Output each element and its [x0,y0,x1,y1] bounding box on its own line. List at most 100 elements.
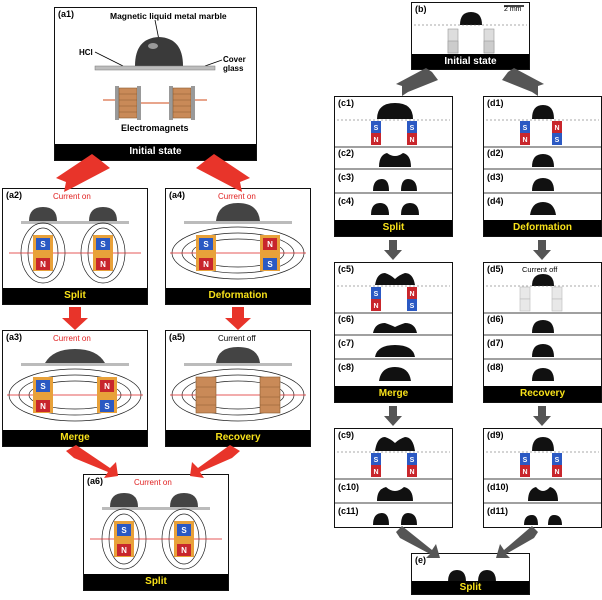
panel-d-block3: S N S N (d9) (d10) (d11) [483,428,602,528]
row-label: (c10) [338,482,360,492]
pole-label: N [181,546,187,555]
pole-label: N [522,469,527,476]
pole-label: N [40,402,46,411]
electromagnet-left [103,86,141,120]
pole-label: N [100,260,106,269]
current-annotation: Current on [218,192,256,201]
row-label: (c5) [338,264,355,274]
arrow-icon [533,406,551,426]
panel-title: Deformation [484,220,601,236]
pole-label: S [40,240,46,249]
row-label: (c1) [338,98,355,108]
pole-label: N [203,260,209,269]
pole-label: N [554,125,559,132]
electromagnets-annotation: Electromagnets [121,123,189,133]
pole-label: S [104,402,110,411]
pole-label: S [523,457,528,464]
row-label: (d5) [487,264,504,274]
a3-sketch: S N N S [7,349,143,422]
panel-c-block2: S N N S (c5) (c6) (c7) (c8) Merge [334,262,453,403]
panel-label: (b) [415,4,427,14]
panel-b: (b) 2 mm Initial state [411,2,530,70]
pole-label: N [104,382,110,391]
panel-label: (a1) [58,9,75,19]
c2-sketch: S N N S [335,273,452,381]
panel-title: Recovery [484,386,601,402]
row-label: (c9) [338,430,355,440]
row-label: (c2) [338,148,355,158]
a2-sketch: S N S N [9,207,141,284]
marble [135,37,183,66]
hcl-annotation: HCl [79,48,93,57]
pole-label: S [523,125,528,132]
panel-title: Initial state [412,54,529,69]
d1-sketch: S N N S [484,105,601,215]
panel-a6: (a6) Current on S N S N Split [83,474,229,591]
panel-title: Deformation [166,288,310,304]
cover-glass-annotation: Cover glass [223,55,246,73]
scale-bar-label: 2 mm [504,6,522,13]
panel-d-block2: Current off (d5) (d6) (d7) (d8) Recovery [483,262,602,403]
row-label: (c4) [338,196,355,206]
arrow-icon [384,406,402,426]
panel-label: (a4) [169,190,186,200]
panel-a5: (a5) Current off Recovery [165,330,311,447]
pole-label: S [374,125,379,132]
pole-label: N [522,137,527,144]
pole-label: S [267,260,273,269]
row-label: (c8) [338,362,355,372]
panel-label: (e) [415,555,426,565]
pole-label: N [373,469,378,476]
panel-title: Split [412,581,529,594]
row-label: (c7) [338,338,355,348]
current-annotation: Current on [53,192,91,201]
row-label: (d7) [487,338,504,348]
panel-title: Merge [335,386,452,402]
panel-a4: (a4) Current on S N N S Deformation [165,188,311,305]
arrow-icon [190,445,240,478]
arrow-icon [56,154,110,192]
pole-label: S [374,457,379,464]
row-label: (c11) [338,506,359,516]
pole-label: N [409,291,414,298]
arrow-icon [66,445,118,478]
a5-sketch [170,347,306,422]
panel-e: (e) Split [411,553,530,595]
arrow-icon [396,526,440,558]
panel-title: Initial state [55,144,256,160]
pole-label: S [100,240,106,249]
row-label: (d2) [487,148,504,158]
pole-label: S [121,526,127,535]
panel-title: Split [84,574,228,590]
current-annotation: Current off [522,265,558,274]
pole-label: S [555,457,560,464]
panel-title: Split [3,288,147,304]
left-arrows [56,154,251,478]
arrow-icon [62,307,88,330]
arrow-icon [533,240,551,260]
pole-label: N [409,469,414,476]
arrow-icon [225,307,251,330]
panel-label: (a6) [87,476,104,486]
panel-label: (a2) [6,190,23,200]
panel-a3: (a3) Current on S N N S Merge [2,330,148,447]
marble-annotation: Magnetic liquid metal marble [110,11,227,21]
pole-label: N [40,260,46,269]
pole-label: S [203,240,209,249]
row-label: (d4) [487,196,504,206]
current-annotation: Current on [53,334,91,343]
b-sketch [414,5,527,54]
pole-label: S [40,382,46,391]
a4-sketch: S N N S [170,203,306,280]
arrow-icon [396,68,438,96]
electromagnet-right [169,86,207,120]
pole-label: S [410,457,415,464]
row-label: (d8) [487,362,504,372]
pole-label: N [373,137,378,144]
panel-d-block1: S N N S (d1) (d2) (d3) (d4) Deformation [483,96,602,237]
pole-label: S [555,137,560,144]
row-label: (d11) [487,506,509,516]
panel-a1: (a1) Magnetic liquid metal marble HCl Co… [54,7,257,161]
